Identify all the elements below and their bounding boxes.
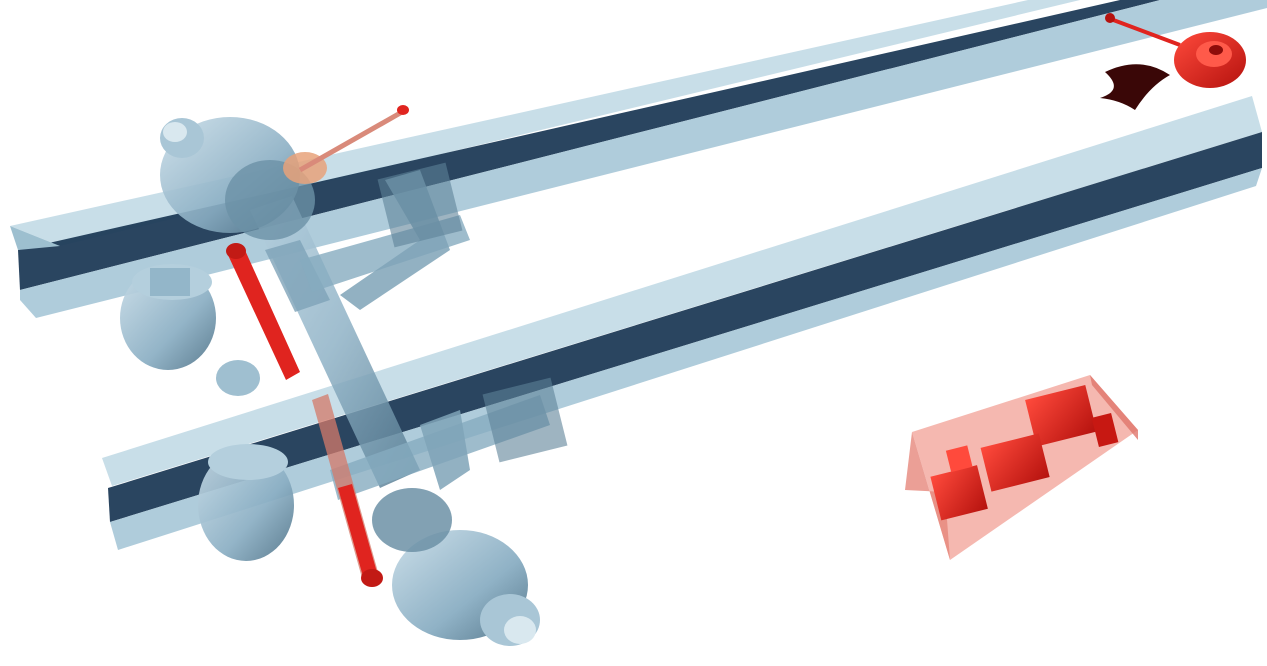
steering-drag-link — [312, 394, 383, 587]
right-wheel-hub — [372, 488, 540, 646]
steering-rod-upper — [298, 105, 409, 173]
right-air-spring — [198, 360, 294, 561]
left-wheel-hub — [160, 117, 327, 240]
steering-axle-assembly — [250, 162, 568, 500]
hydraulic-power-unit-box — [905, 375, 1138, 560]
steering-tie-rod — [226, 243, 300, 380]
brake-chamber-unit — [1100, 13, 1246, 110]
left-air-spring — [120, 264, 216, 370]
